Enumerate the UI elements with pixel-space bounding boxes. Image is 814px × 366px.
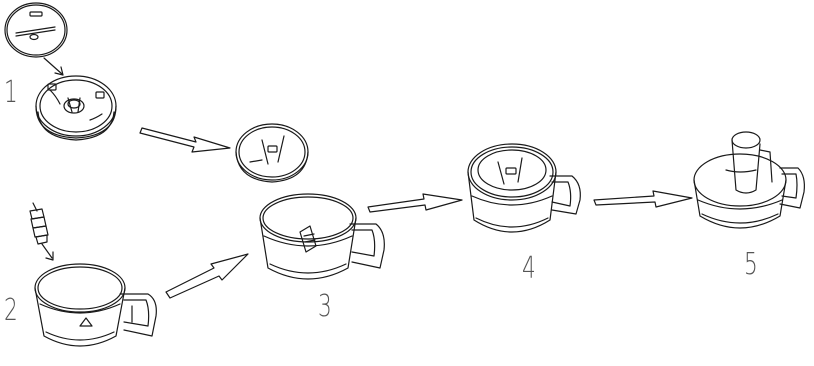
step-number-2: 2 (4, 296, 18, 326)
drive-shaft (30, 203, 53, 260)
blade-disc (5, 3, 67, 57)
work-bowl (35, 264, 156, 346)
arrow-down-icon (44, 58, 63, 75)
arrow-right-icon (368, 194, 462, 212)
step-number-1: 1 (4, 78, 18, 108)
arrow-right-icon (166, 254, 248, 298)
disc-assembly (236, 124, 308, 182)
arrow-right-icon (594, 191, 692, 207)
disc-holder (36, 76, 116, 140)
bowl-with-shaft (260, 194, 384, 279)
bowl-with-disc (468, 144, 580, 232)
step-number-3: 3 (318, 292, 332, 322)
arrow-right-icon (140, 128, 230, 152)
step-number-5: 5 (744, 250, 758, 280)
step-number-4: 4 (522, 254, 536, 284)
bowl-with-lid-and-feed-tube (694, 132, 804, 228)
